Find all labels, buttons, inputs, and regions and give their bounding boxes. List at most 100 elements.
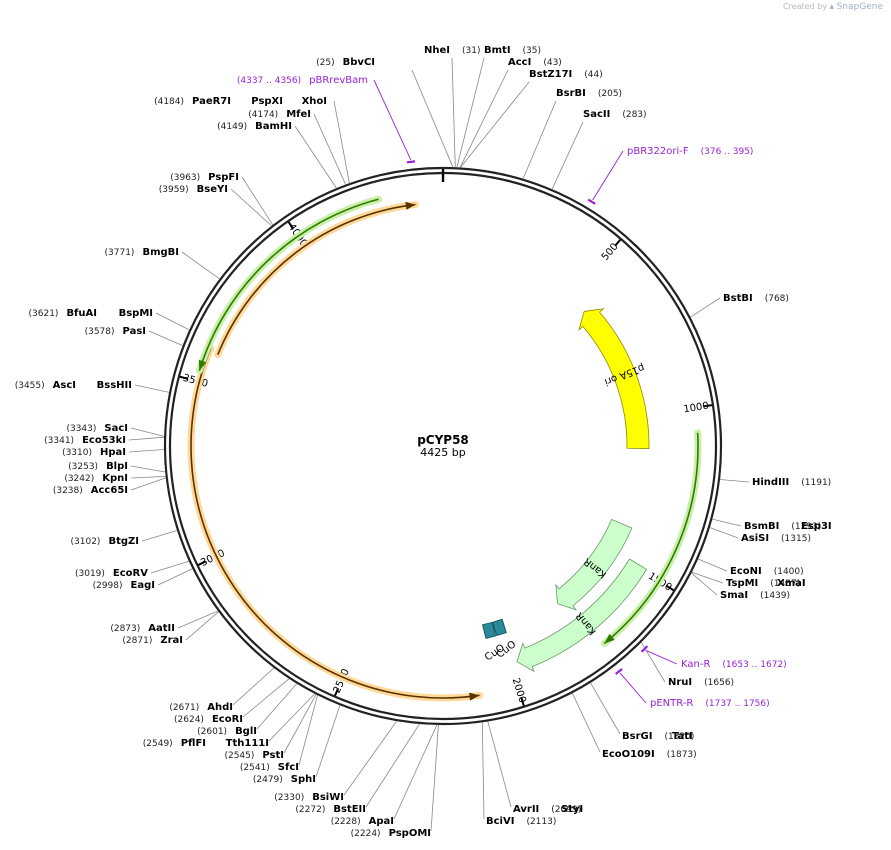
site-label: (2224)PspOMI xyxy=(351,828,431,839)
site-leader xyxy=(148,330,183,346)
site-bmti[interactable]: BmtI(35) xyxy=(456,45,541,168)
site-pspxi[interactable]: PspXI xyxy=(251,96,283,107)
site-paer7i[interactable]: (4184)PaeR7I xyxy=(154,96,350,184)
site-bsteii[interactable]: (2272)BstEII xyxy=(295,723,420,815)
primer-pentr-r[interactable]: pENTR-R(1737 .. 1756) xyxy=(614,668,770,709)
site-label: BmtI(35) xyxy=(484,45,541,56)
site-sacii[interactable]: SacII(283) xyxy=(551,109,647,190)
site-position: (2601) xyxy=(197,727,227,737)
site-pasi[interactable]: (3578)PasI xyxy=(85,326,183,346)
site-leader xyxy=(712,518,742,527)
site-name: EcoRI xyxy=(212,714,243,725)
site-name: AccI xyxy=(508,57,531,68)
site-bgli[interactable]: (2601)BglI xyxy=(197,683,298,737)
site-pflfi[interactable]: (2549)PflFI xyxy=(143,693,315,749)
feature-arrowhead xyxy=(604,633,615,644)
site-ecorv[interactable]: (3019)EcoRV xyxy=(75,560,190,579)
site-label: BsrBI(205) xyxy=(556,88,622,99)
site-acc65i[interactable]: (3238)Acc65I xyxy=(53,477,166,496)
primer-leader xyxy=(373,79,412,160)
site-tati[interactable]: TatI xyxy=(672,731,693,742)
site-eco53ki[interactable]: (3341)Eco53kI xyxy=(44,435,165,446)
site-bspmi[interactable]: BspMI xyxy=(119,308,153,319)
site-smai[interactable]: SmaI(1439) xyxy=(691,572,790,601)
site-tspmi[interactable]: TspMI(1437) xyxy=(691,571,800,589)
site-nhei[interactable]: NheI(31) xyxy=(424,45,480,168)
site-name: BsrBI xyxy=(556,88,586,99)
site-pspomi[interactable]: (2224)PspOMI xyxy=(351,724,439,839)
site-name: SmaI xyxy=(720,590,748,601)
site-zrai[interactable]: (2871)ZraI xyxy=(122,611,219,646)
site-mfei[interactable]: (4174)MfeI xyxy=(248,109,347,185)
site-saci[interactable]: (3343)SacI xyxy=(66,423,165,437)
site-sfci[interactable]: (2541)SfcI xyxy=(240,695,318,773)
site-position: (1191) xyxy=(801,478,831,488)
site-name: EcoRV xyxy=(113,568,148,579)
site-pspfi[interactable]: (3963)PspFI xyxy=(170,172,274,226)
site-bsrgi[interactable]: BsrGI(1820) xyxy=(590,682,695,742)
site-xmai[interactable]: XmaI xyxy=(777,578,806,589)
site-label: XhoI xyxy=(302,96,327,107)
primer-pbrrevbam[interactable]: (4337 .. 4356)pBRrevBam xyxy=(237,75,416,164)
feature-body xyxy=(555,518,633,611)
primer-mark xyxy=(587,198,596,205)
site-styi[interactable]: StyI xyxy=(561,804,583,815)
site-position: (2671) xyxy=(169,703,199,713)
site-name: XmaI xyxy=(777,578,806,589)
feature-arrowhead xyxy=(469,692,480,701)
tick-label: 1000 xyxy=(683,401,710,416)
primer-name: pENTR-R xyxy=(650,698,693,709)
site-bsiwi[interactable]: (2330)BsiWI xyxy=(274,720,397,803)
site-ecori[interactable]: (2624)EcoRI xyxy=(174,678,290,725)
site-bsrbi[interactable]: BsrBI(205) xyxy=(522,88,622,179)
site-label: EcoNI(1400) xyxy=(730,566,804,577)
site-name: EagI xyxy=(131,580,155,591)
site-bcivi[interactable]: BciVI(2113) xyxy=(481,722,556,827)
site-kpni[interactable]: (3242)KpnI xyxy=(64,473,166,484)
primer-name: pBR322ori-F xyxy=(627,146,689,157)
site-avrii[interactable]: AvrII(2099) xyxy=(487,721,581,815)
site-name: HpaI xyxy=(100,447,126,458)
site-bmgbi[interactable]: (3771)BmgBI xyxy=(105,247,220,280)
site-label: (2479)SphI xyxy=(253,774,316,785)
site-label: Tth111I xyxy=(226,738,269,749)
site-bsshii[interactable]: BssHII xyxy=(97,380,132,391)
primer-kan-r[interactable]: Kan-R(1653 .. 1672) xyxy=(640,645,787,670)
site-asci[interactable]: (3455)AscI xyxy=(15,380,170,393)
site-label: (3959)BseYI xyxy=(159,184,228,195)
site-ecoo109i[interactable]: EcoO109I(1873) xyxy=(571,693,697,760)
site-bamhi[interactable]: (4149)BamHI xyxy=(217,121,337,189)
site-acci[interactable]: AccI(43) xyxy=(459,57,562,168)
site-btgzi[interactable]: (3102)BtgZI xyxy=(71,530,178,547)
site-bsmbi[interactable]: BsmBI(1293) xyxy=(712,518,821,532)
site-econi[interactable]: EcoNI(1400) xyxy=(697,558,804,577)
site-blpi[interactable]: (3253)BlpI xyxy=(68,461,166,473)
site-bstbi[interactable]: BstBI(768) xyxy=(690,293,789,318)
site-xhoi[interactable]: XhoI xyxy=(302,96,327,107)
site-hpai[interactable]: (3310)HpaI xyxy=(62,447,165,458)
site-eagi[interactable]: (2998)EagI xyxy=(93,568,193,591)
site-psti[interactable]: (2545)PstI xyxy=(224,694,317,761)
site-position: (3343) xyxy=(66,424,96,434)
site-label: SmaI(1439) xyxy=(720,590,790,601)
site-bstz17i[interactable]: BstZ17I(44) xyxy=(460,69,603,168)
site-asisi[interactable]: AsiSI(1315) xyxy=(709,527,811,544)
site-bseyi[interactable]: (3959)BseYI xyxy=(159,184,272,227)
site-hindiii[interactable]: HindIII(1191) xyxy=(719,477,831,488)
site-sphi[interactable]: (2479)SphI xyxy=(253,705,341,785)
site-bbvci[interactable]: (25)BbvCI xyxy=(316,57,454,168)
site-tth111i[interactable]: Tth111I xyxy=(226,738,269,749)
site-leader xyxy=(709,527,739,539)
site-name: BspMI xyxy=(119,308,153,319)
site-apai[interactable]: (2228)ApaI xyxy=(331,724,438,827)
site-esp3i[interactable]: Esp3I xyxy=(801,521,832,532)
tick-mark xyxy=(520,697,525,707)
primer-pbr322ori-f[interactable]: pBR322ori-F(376 .. 395) xyxy=(587,146,753,205)
site-position: (3253) xyxy=(68,462,98,472)
site-label: (2330)BsiWI xyxy=(274,792,344,803)
site-ahdi[interactable]: (2671)AhdI xyxy=(169,667,275,713)
site-label: (3963)PspFI xyxy=(170,172,239,183)
site-bfuai[interactable]: (3621)BfuAI xyxy=(29,308,190,331)
site-aatii[interactable]: (2873)AatII xyxy=(110,610,219,634)
